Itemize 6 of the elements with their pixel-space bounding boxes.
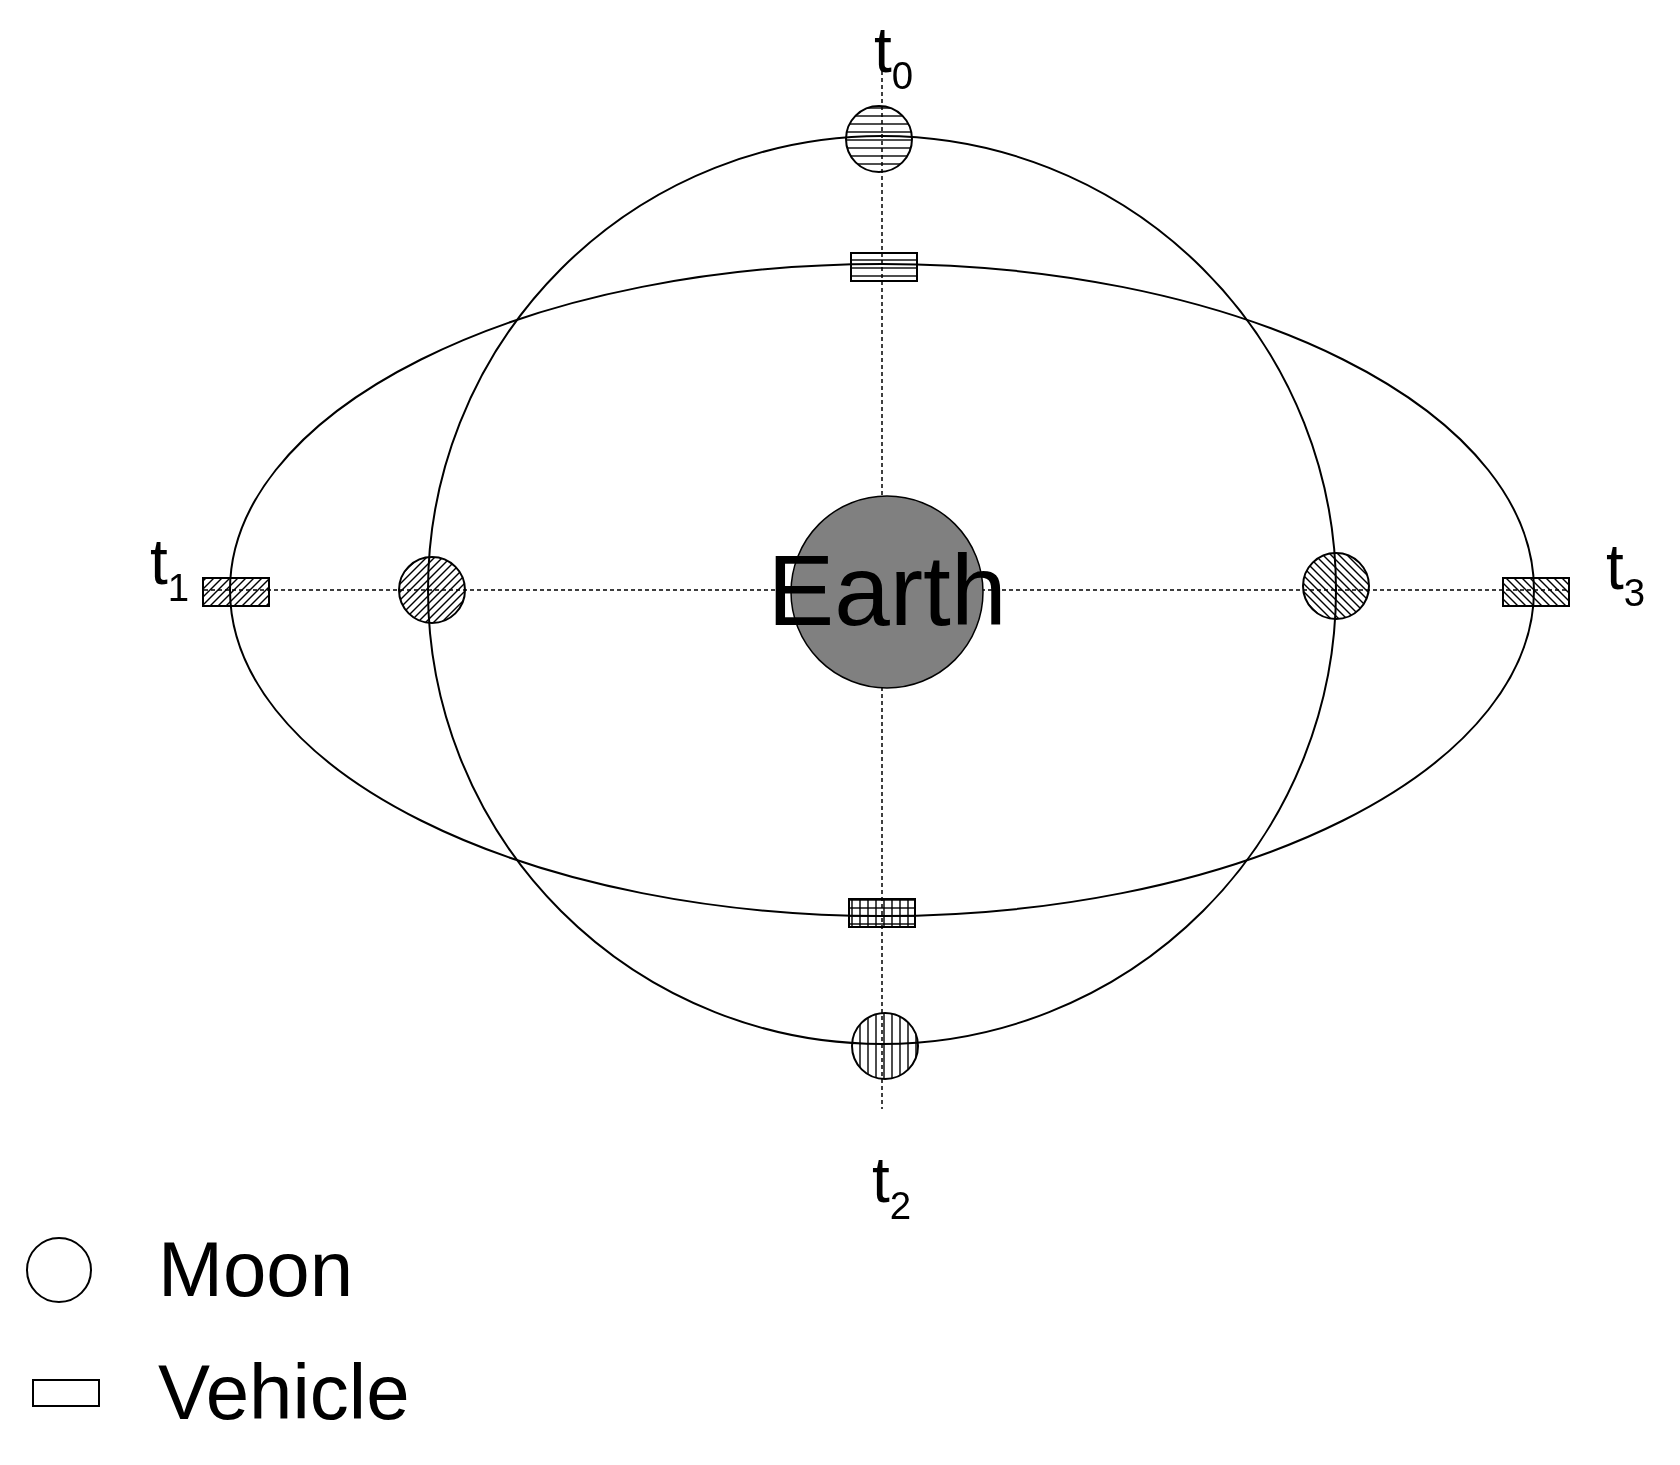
time-label: t$_{1}$: [150, 530, 190, 608]
legend-label: Vehicle: [158, 1353, 410, 1431]
time-label: t$_{3}$: [1606, 535, 1646, 613]
time-label: t$_{0}$: [874, 18, 914, 96]
time-label: t$_{2}$: [872, 1148, 912, 1226]
legend-label: Moon: [158, 1230, 354, 1308]
